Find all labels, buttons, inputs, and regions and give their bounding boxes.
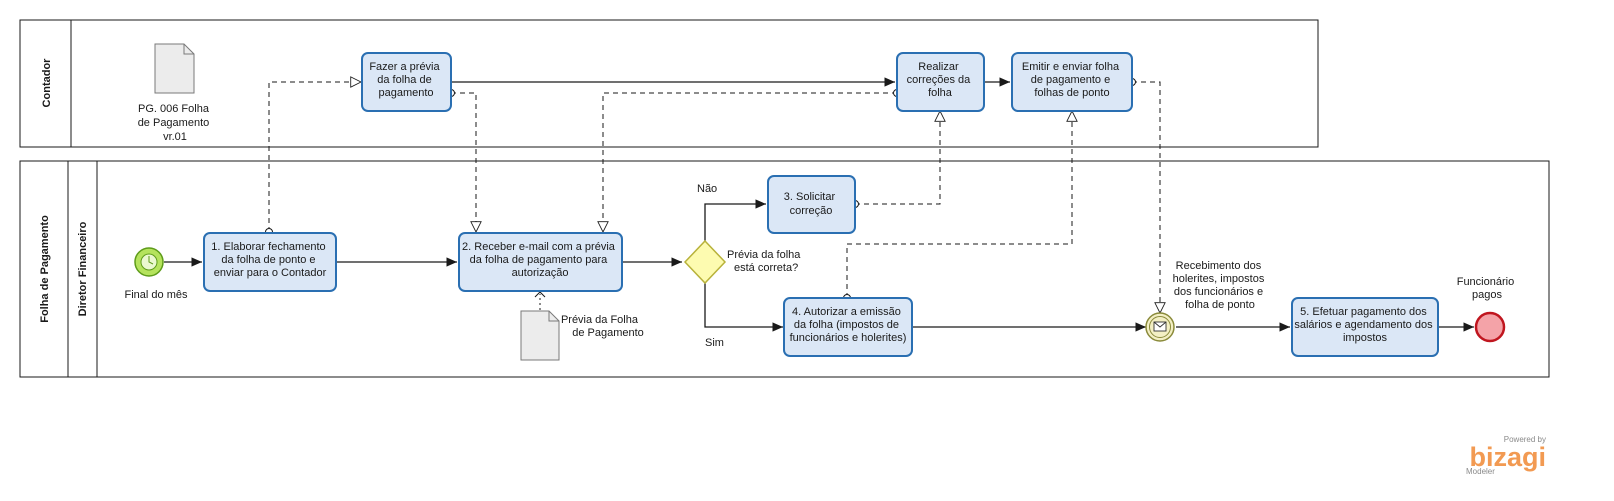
start-event-label: Final do mês (125, 289, 188, 301)
document-icon-previa (520, 310, 560, 361)
svg-text:5. Efetuar pagamento dos: 5. Efetuar pagamento dos salários e agen… (1294, 306, 1435, 344)
svg-text:3. Solicitar correção: 3. Solicitar correção (784, 191, 838, 217)
svg-text:Fazer a prévia da folha: Fazer a prévia da folha de pagamento (369, 61, 442, 99)
end-event-label: Funcionário pagos (1457, 276, 1518, 301)
sequence-flows (164, 77, 1474, 332)
document-label-pg006: PG. 006 Folha de Pagamento vr.01 (138, 103, 213, 143)
document-icon-pg006 (154, 43, 195, 94)
task-3-solicitar-correcao[interactable]: 3. Solicitar correção (767, 175, 856, 234)
task-emitir-enviar-folha[interactable]: Emitir e enviar folha de pagamento e fol… (1011, 52, 1133, 112)
svg-text:2. Receber e-mail com a prévia: 2. Receber e-mail com a prévia da folha … (462, 241, 618, 279)
message-flows (268, 82, 1160, 313)
svg-text:bizagi: bizagi (1469, 442, 1546, 472)
task-fazer-previa[interactable]: Fazer a prévia da folha de pagamento (361, 52, 452, 112)
intermediate-message-event[interactable] (1145, 312, 1175, 342)
gateway-branch-no: Não (697, 183, 717, 195)
task-1-elaborar-fechamento[interactable]: 1. Elaborar fechamento da folha de ponto… (203, 232, 337, 292)
end-event[interactable] (1474, 311, 1506, 343)
bizagi-logo: Powered by bizagi Modeler (1466, 435, 1546, 476)
pool-title-folha: Folha de Pagamento (39, 215, 51, 323)
start-event-timer[interactable] (134, 247, 164, 277)
svg-text:4. Autorizar a emissão d: 4. Autorizar a emissão da folha (imposto… (790, 306, 907, 344)
task-2-receber-email[interactable]: 2. Receber e-mail com a prévia da folha … (458, 232, 623, 292)
lane-title-diretor-financeiro: Diretor Financeiro (77, 221, 89, 316)
svg-text:1. Elaborar fechamento d: 1. Elaborar fechamento da folha de ponto… (211, 241, 328, 279)
gateway-branch-yes: Sim (705, 337, 724, 349)
task-4-autorizar-emissao[interactable]: 4. Autorizar a emissão da folha (imposto… (783, 297, 913, 357)
exclusive-gateway[interactable] (683, 239, 727, 285)
svg-text:Powered by: Powered by (1504, 435, 1546, 444)
intermediate-event-label: Recebimento dos holerites, impostos dos … (1173, 260, 1268, 311)
task-5-efetuar-pagamento[interactable]: 5. Efetuar pagamento dos salários e agen… (1291, 297, 1439, 357)
document-label-previa: Prévia da Folha de Pagamento (561, 314, 644, 339)
gateway-label: Prévia da folha está correta? (727, 249, 803, 274)
task-realizar-correcoes[interactable]: Realizar correções da folha (896, 52, 985, 112)
pool-title-contador: Contador (41, 58, 53, 108)
svg-text:Emitir e enviar folha de: Emitir e enviar folha de pagamento e fol… (1022, 61, 1122, 99)
svg-text:Realizar correções da: Realizar correções da folha (907, 61, 974, 99)
svg-text:Modeler: Modeler (1466, 467, 1495, 476)
